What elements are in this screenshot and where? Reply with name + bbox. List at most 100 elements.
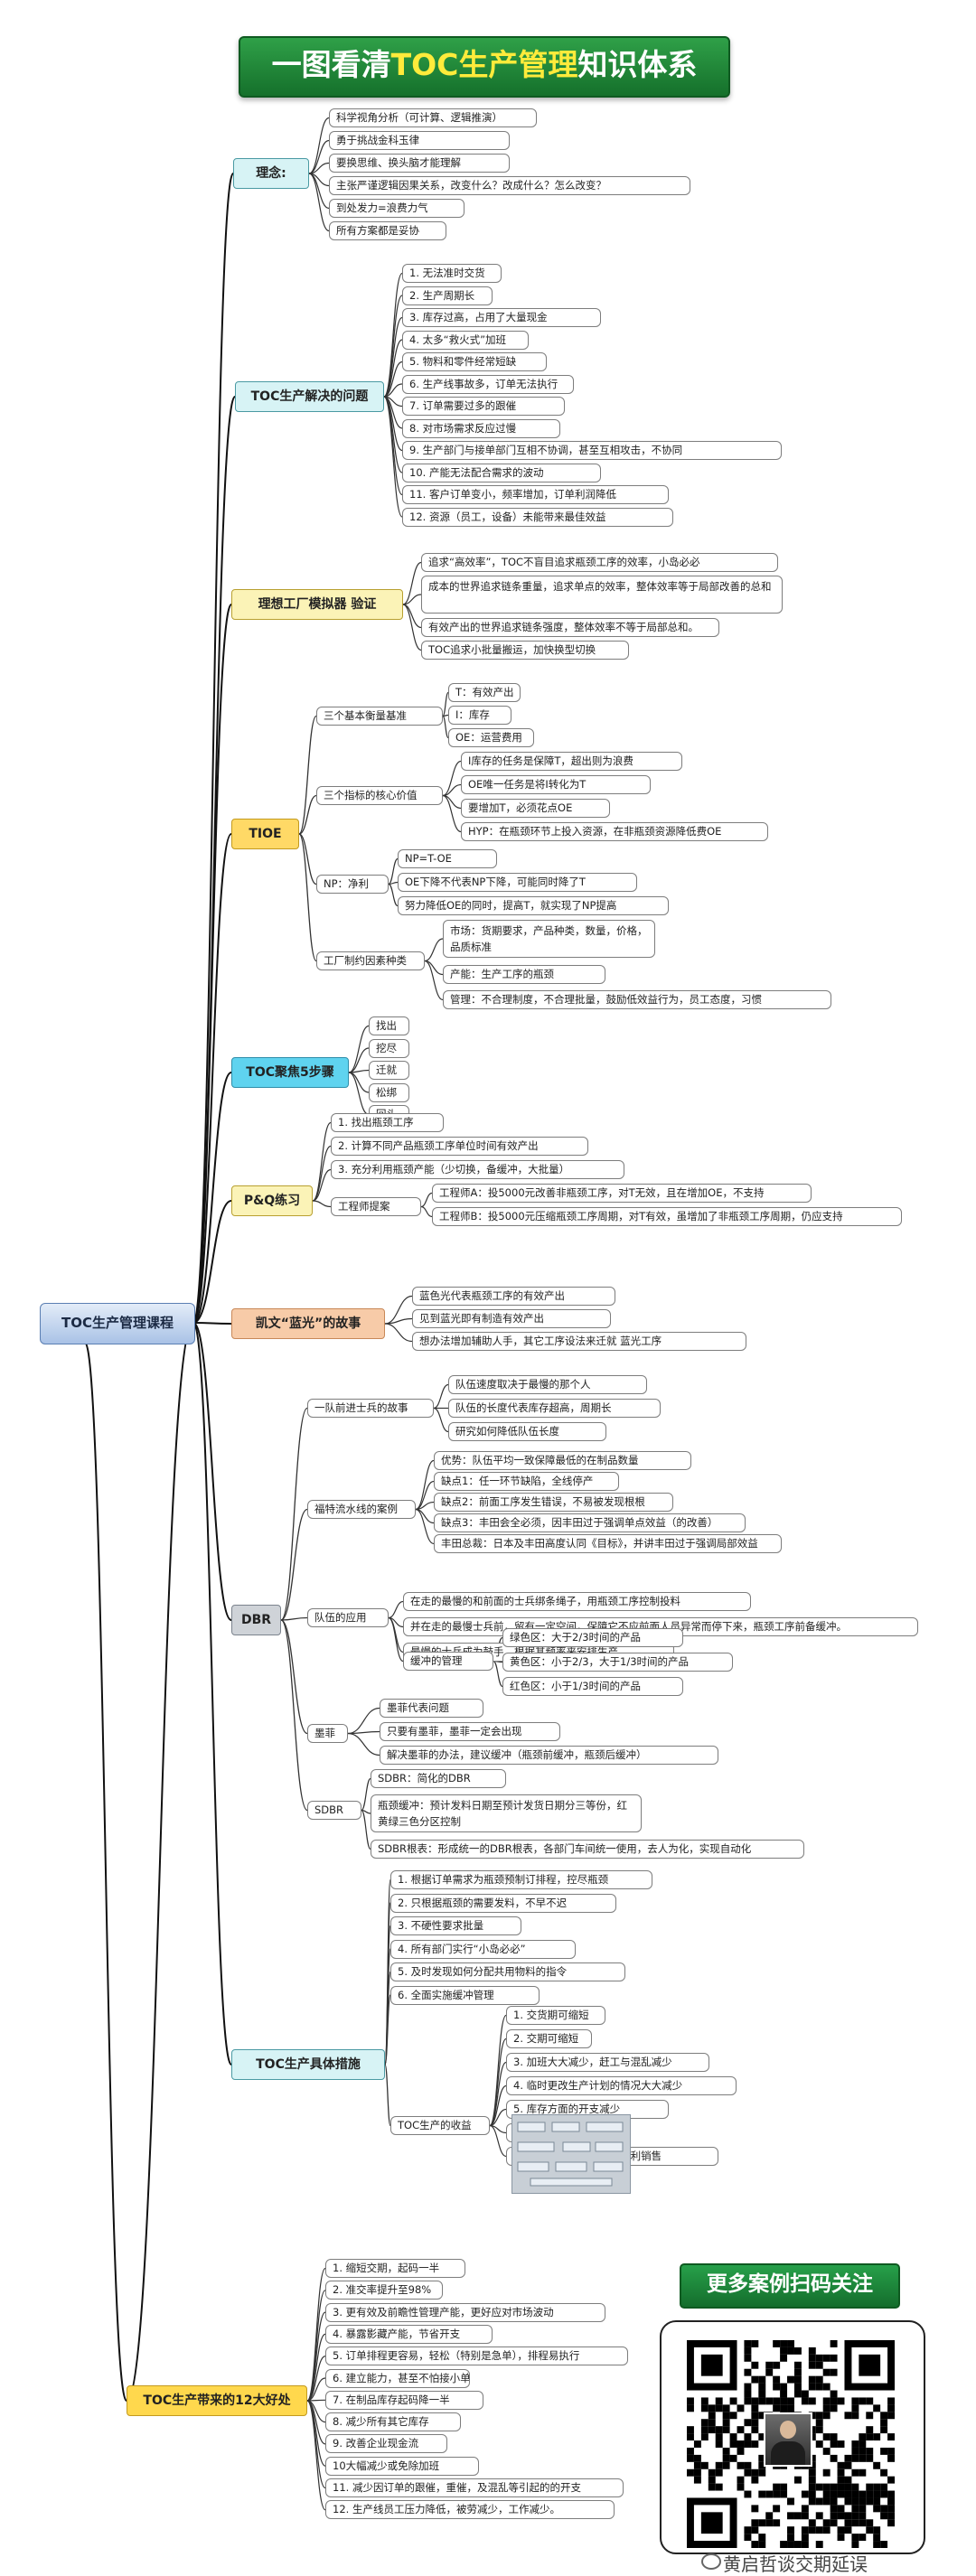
- connector: [402, 604, 422, 651]
- qr-module: [722, 2454, 730, 2462]
- qr-module: [758, 2412, 766, 2420]
- qr-module: [700, 2512, 723, 2534]
- qr-module: [765, 2512, 774, 2520]
- qr-module: [837, 2461, 845, 2469]
- qr-module: [815, 2512, 823, 2520]
- qr-module: [808, 2476, 816, 2484]
- qr-module: [859, 2512, 867, 2520]
- qr-module: [808, 2526, 816, 2534]
- connector: [415, 1459, 435, 1511]
- connector: [402, 561, 422, 605]
- branch-pq: P&Q练习: [231, 1185, 313, 1216]
- qr-module: [859, 2468, 867, 2477]
- watermark: 黄启哲谈交期延误: [723, 2553, 868, 2575]
- qr-module: [687, 2468, 694, 2477]
- leaf-node: 2. 准交率提升至98%: [325, 2281, 443, 2300]
- leaf-node: 3. 不硬性要求批量: [390, 1916, 521, 1935]
- leaf-node: 11. 客户订单变小，频率增加，订单利润降低: [402, 485, 669, 504]
- qr-module: [708, 2419, 716, 2427]
- qr-module: [751, 2541, 759, 2548]
- connector: [384, 1994, 391, 2065]
- qr-avatar: [764, 2412, 812, 2467]
- leaf-node: 5. 及时发现如何分配共用物料的指令: [390, 1962, 625, 1981]
- qr-module: [758, 2534, 766, 2542]
- qr-module: [808, 2397, 816, 2405]
- qr-module: [751, 2476, 759, 2484]
- qr-module: [837, 2397, 845, 2405]
- qr-module: [830, 2454, 838, 2462]
- connector: [347, 1732, 380, 1756]
- connector: [306, 2290, 326, 2402]
- branch-benefits: TOC生产带来的12大好处: [127, 2385, 307, 2416]
- qr-module: [758, 2375, 766, 2384]
- qr-module: [787, 2534, 794, 2542]
- qr-module: [715, 2461, 723, 2469]
- leaf-node: 主张严谨逻辑因果关系，改变什么？改成什么？怎么改变？: [329, 176, 690, 195]
- sub-node: 队伍的应用: [307, 1608, 389, 1627]
- connector: [388, 883, 399, 907]
- qr-module: [758, 2390, 766, 2398]
- connector: [280, 1508, 308, 1621]
- qr-module: [837, 2490, 845, 2498]
- qr-module: [873, 2534, 881, 2542]
- leaf-node: 2. 交期可缩短: [506, 2029, 592, 2048]
- qr-module: [887, 2412, 895, 2420]
- qr-module: [844, 2497, 852, 2506]
- qr-module: [859, 2447, 867, 2455]
- connector: [388, 857, 399, 885]
- qr-module: [851, 2497, 859, 2506]
- qr-module: [830, 2512, 838, 2520]
- qr-module: [744, 2419, 752, 2427]
- qr-module: [737, 2483, 745, 2491]
- connector: [489, 2014, 507, 2127]
- embedded-screenshot-thumbnail: [511, 2114, 631, 2194]
- qr-module: [787, 2397, 794, 2405]
- leaf-node: I：库存: [448, 706, 511, 725]
- qr-module: [815, 2354, 823, 2362]
- qr-module: [851, 2505, 859, 2513]
- qr-module: [793, 2476, 802, 2484]
- leaf-node: 8. 减少所有其它库存: [325, 2412, 461, 2432]
- leaf-node: 3. 加班大大减少，赶工与混乱减少: [506, 2053, 709, 2072]
- qr-module: [751, 2340, 759, 2347]
- qr-module: [887, 2447, 895, 2455]
- qr-module: [801, 2534, 809, 2542]
- leaf-node: 7. 订单需要过多的跟催: [402, 397, 565, 416]
- qr-module: [715, 2404, 723, 2412]
- qr-module: [787, 2347, 794, 2355]
- leaf-node: 松绑: [369, 1082, 409, 1102]
- qr-module: [859, 2490, 867, 2498]
- leaf-node: T：有效产出: [448, 683, 521, 702]
- qr-module: [715, 2397, 723, 2405]
- qr-module: [859, 2354, 881, 2376]
- qr-module: [873, 2526, 881, 2534]
- qr-module: [744, 2368, 752, 2376]
- connector: [420, 1192, 433, 1208]
- qr-module: [744, 2397, 752, 2405]
- qr-module: [793, 2383, 802, 2391]
- leaf-node: OE唯一任务是将I转化为T: [461, 775, 651, 794]
- qr-module: [801, 2490, 809, 2498]
- qr-module: [715, 2433, 723, 2441]
- connector: [433, 1407, 449, 1433]
- sub-node: TOC生产的收益: [390, 2116, 490, 2135]
- connector: [312, 1200, 332, 1208]
- leaf-node: 工程师A：投5000元改善非瓶颈工序，对T无效，且在增加OE，不支持: [432, 1184, 812, 1203]
- connector: [442, 760, 462, 797]
- qr-module: [773, 2340, 781, 2347]
- qr-module: [873, 2505, 881, 2513]
- leaf-node: 5. 订单排程更容易，轻松（特别是急单），排程易执行: [325, 2347, 628, 2366]
- qr-module: [859, 2440, 867, 2448]
- qr-module: [887, 2476, 895, 2484]
- qr-module: [758, 2461, 766, 2469]
- qr-module: [808, 2347, 816, 2355]
- qr-module: [729, 2433, 737, 2441]
- qr-module: [773, 2505, 781, 2513]
- qr-module: [866, 2433, 874, 2441]
- qr-module: [815, 2526, 823, 2534]
- qr-module: [880, 2490, 888, 2498]
- connector: [280, 1619, 308, 1735]
- qr-module: [851, 2404, 859, 2412]
- qr-module: [822, 2483, 831, 2491]
- qr-module: [866, 2454, 874, 2462]
